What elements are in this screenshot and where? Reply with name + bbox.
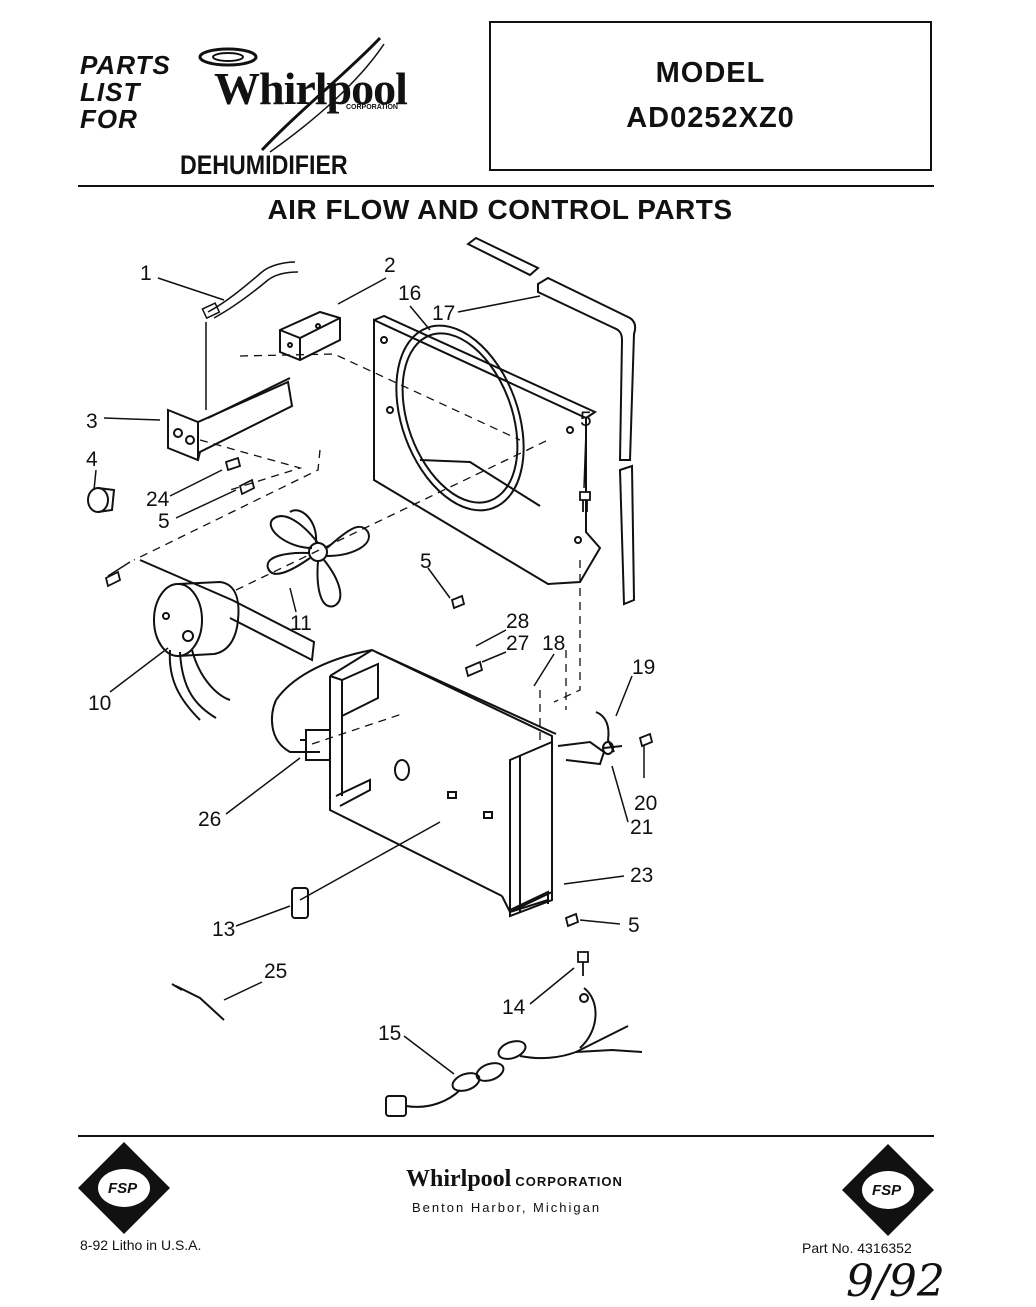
callout-1: 1: [140, 262, 152, 285]
thermostat-26: [300, 729, 331, 761]
whirlpool-logo-word: Whirlpool: [214, 63, 408, 114]
model-box: MODEL AD0252XZ0: [489, 21, 932, 171]
callout-18: 18: [542, 632, 565, 655]
callout-13: 13: [212, 918, 235, 941]
callout-3: 3: [86, 410, 98, 433]
callout-26: 26: [198, 808, 221, 831]
screws: [104, 456, 654, 976]
product-type: DEHUMIDIFIER: [180, 150, 348, 180]
callout-17: 17: [432, 302, 455, 325]
drain-lever: [557, 740, 614, 766]
parts-list-heading: PARTS LIST FOR: [80, 52, 171, 133]
callout-10: 10: [88, 692, 111, 715]
parts-list-line: FOR: [80, 104, 138, 134]
knob-4: [87, 487, 116, 513]
gasket-strips-17: [466, 236, 637, 606]
callout-19: 19: [632, 656, 655, 679]
callout-5b: 5: [580, 408, 592, 431]
callout-14: 14: [502, 996, 526, 1019]
control-bracket-3: [167, 377, 294, 462]
fsp-badge-right: FSP: [842, 1144, 934, 1236]
litho-note: 8-92 Litho in U.S.A.: [80, 1237, 202, 1253]
fsp-badge-left: FSP: [78, 1142, 170, 1234]
callout-25: 25: [264, 960, 287, 983]
fsp-badge-right-text: FSP: [872, 1182, 902, 1199]
callout-20: 20: [634, 792, 657, 815]
model-number: AD0252XZ0: [626, 102, 795, 134]
footer-brand-word: Whirlpool: [406, 1166, 512, 1192]
callout-24: 24: [146, 488, 170, 511]
fsp-badge-left-text: FSP: [108, 1180, 138, 1197]
callout-5c: 5: [420, 550, 432, 573]
leader-lines: [93, 277, 645, 1075]
callout-5: 5: [158, 510, 170, 533]
callout-11: 11: [290, 612, 312, 635]
sensor-25: [171, 983, 225, 1021]
parts-list-line: PARTS: [80, 50, 171, 80]
model-label: MODEL: [655, 57, 766, 89]
front-panel-16: [373, 314, 602, 586]
callout-23: 23: [630, 864, 653, 887]
fan-blade-11: [266, 509, 370, 608]
base-cabinet: [271, 648, 557, 918]
power-cord-15: [385, 987, 643, 1117]
callout-numbers: 1 2 3 4 24 5 16 17 5 5 11 10 28 27 18 19…: [86, 254, 657, 1045]
capacitor-13: [291, 887, 309, 919]
callout-21: 21: [630, 816, 653, 839]
guide-lines: [133, 353, 581, 745]
whirlpool-logo-corp: CORPORATION: [346, 104, 398, 111]
callout-28: 28: [506, 610, 529, 633]
whirlpool-logo-swirl: [198, 36, 385, 153]
callout-27: 27: [506, 632, 529, 655]
callout-16: 16: [398, 282, 421, 305]
wire-harness-1: [201, 261, 299, 410]
parts-list-line: LIST: [80, 77, 141, 107]
part-number: Part No. 4316352: [802, 1240, 912, 1256]
callout-4: 4: [86, 448, 98, 471]
section-title: AIR FLOW AND CONTROL PARTS: [267, 194, 733, 225]
callout-2: 2: [384, 254, 396, 277]
callout-5d: 5: [628, 914, 640, 937]
handwritten-date: 9/92: [846, 1256, 945, 1307]
footer-brand-corp: CORPORATION: [515, 1174, 623, 1189]
fan-motor-10: [139, 559, 316, 721]
clamp-19: [595, 711, 623, 753]
control-switch-2: [279, 310, 341, 362]
callout-15: 15: [378, 1022, 401, 1045]
footer-city: Benton Harbor, Michigan: [412, 1200, 602, 1215]
